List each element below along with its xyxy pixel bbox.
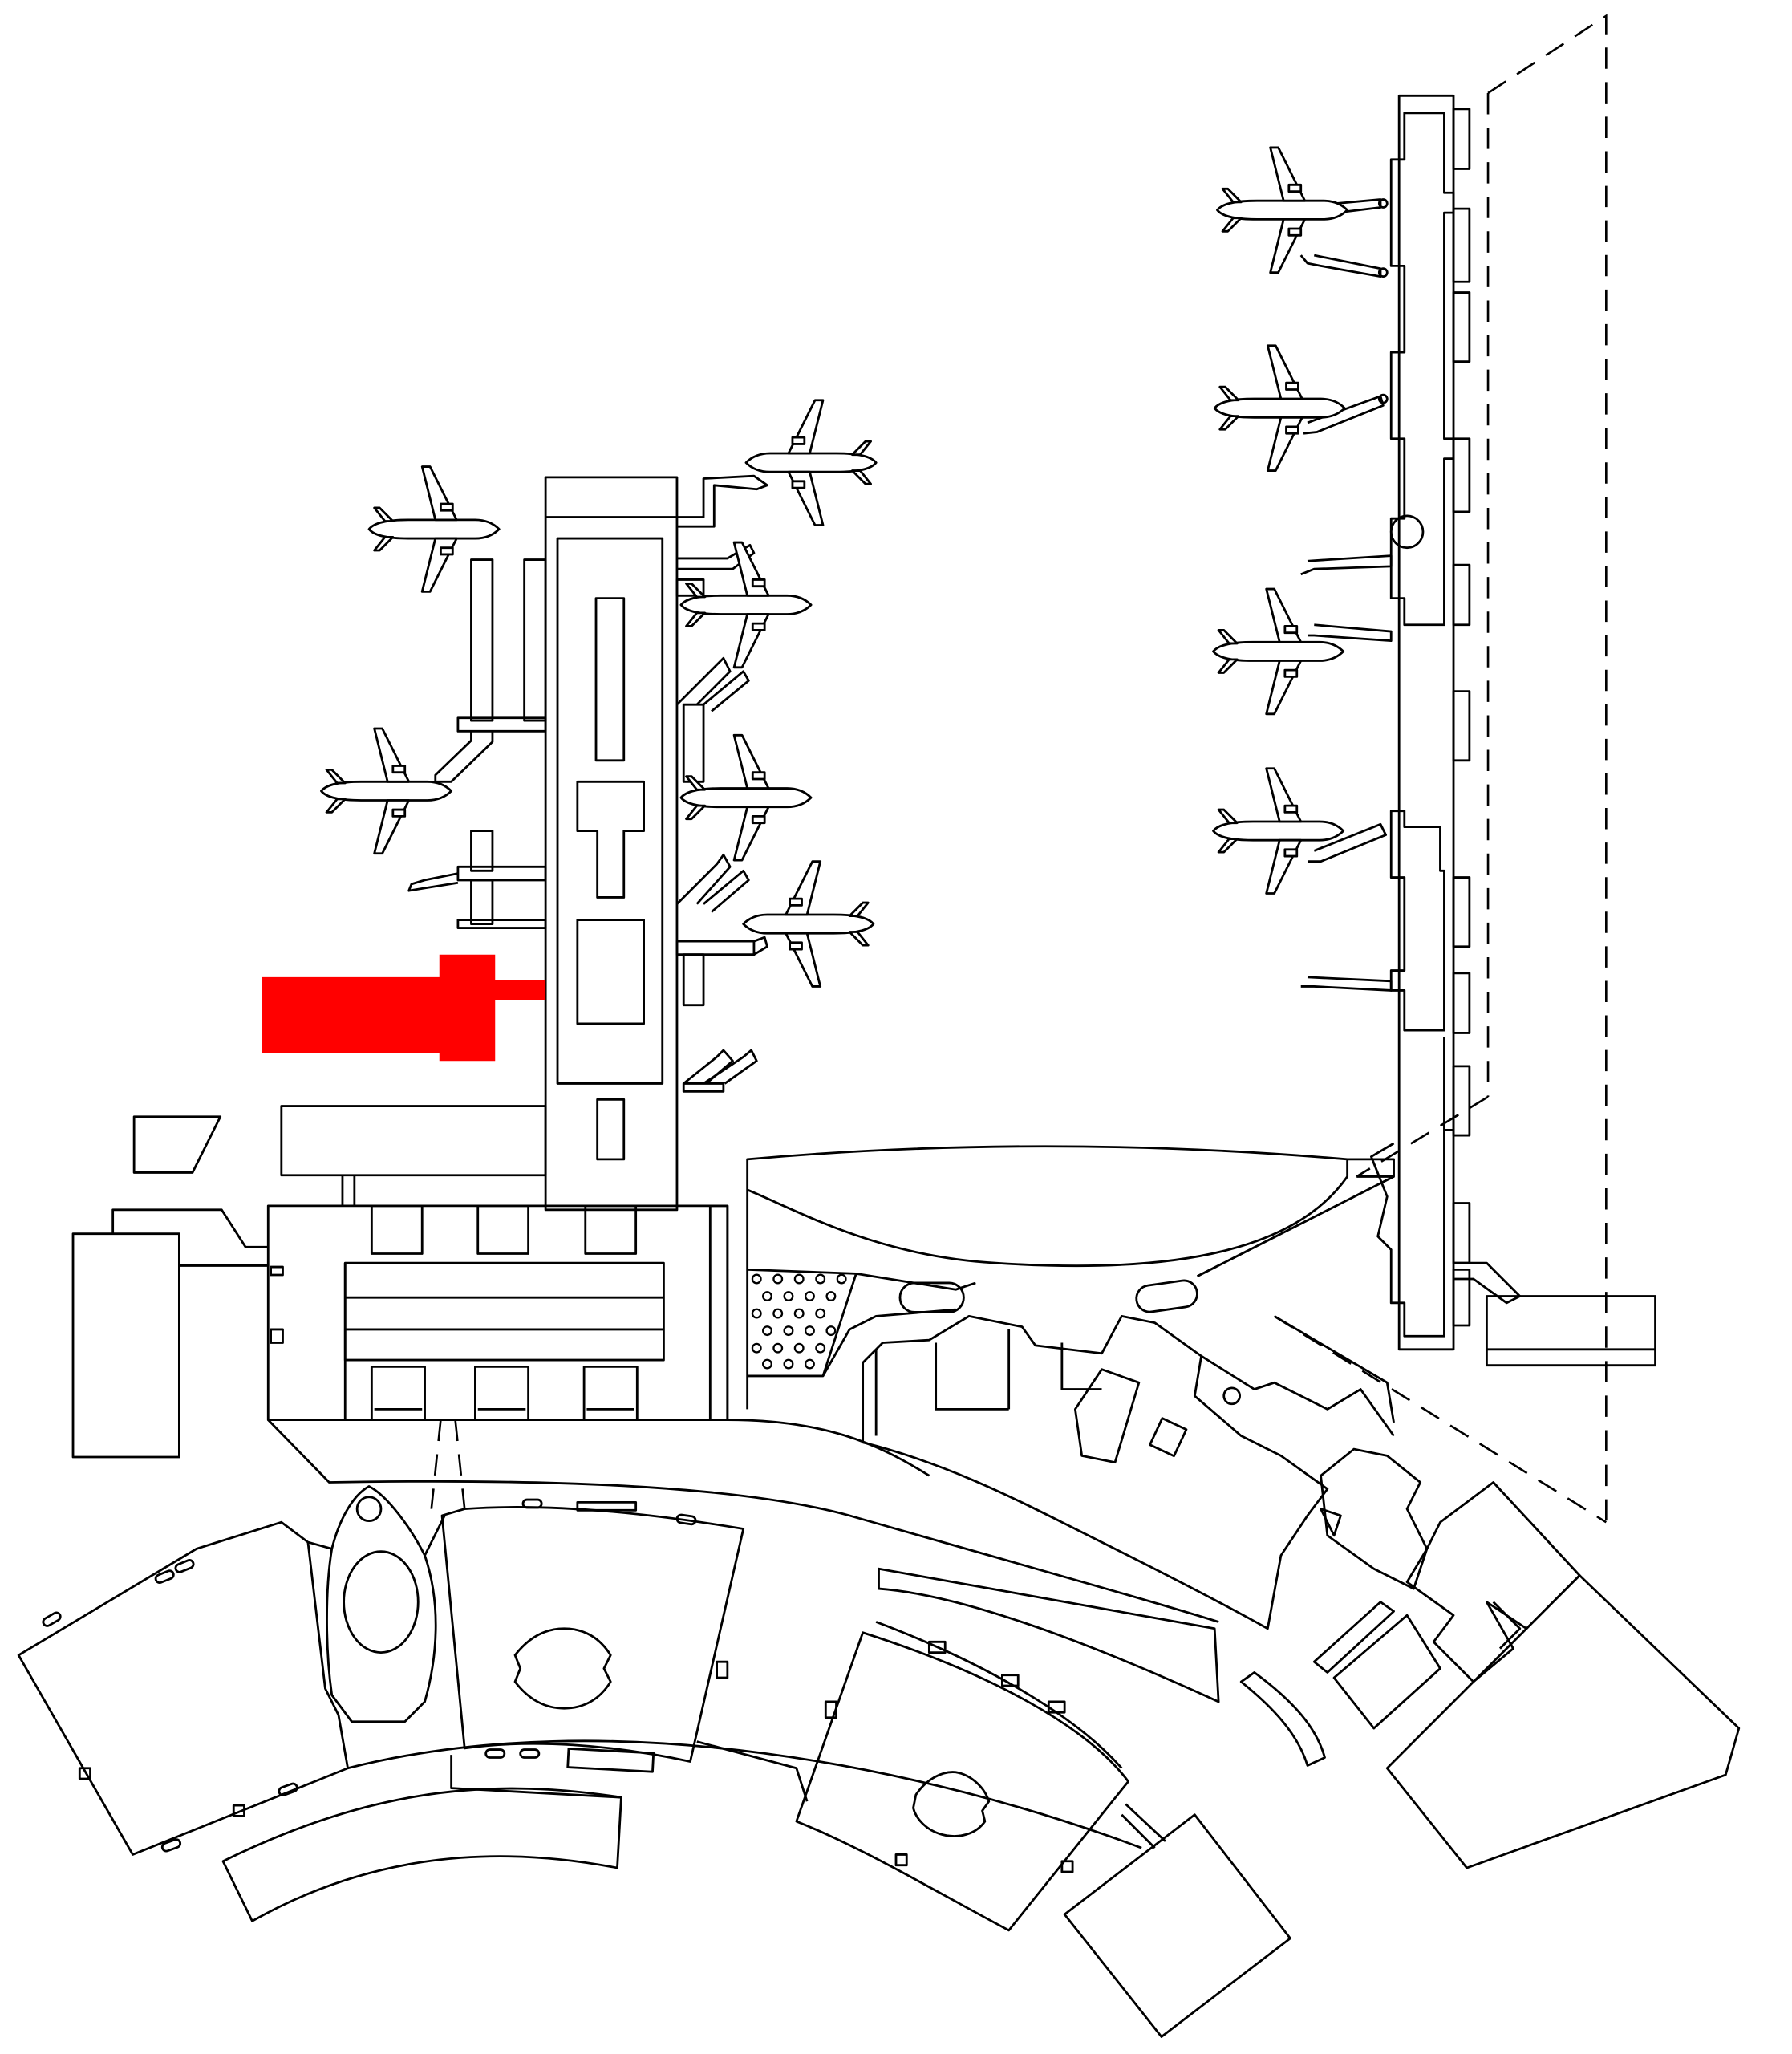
highlighted-building bbox=[261, 954, 546, 1062]
airplane-icon bbox=[320, 727, 453, 855]
airplane-icon bbox=[742, 860, 875, 988]
airplane-icon bbox=[1212, 767, 1345, 895]
main-terminal bbox=[266, 1204, 729, 1422]
airplane-icon bbox=[1216, 146, 1349, 274]
central-pier bbox=[544, 476, 679, 1212]
east-jetways bbox=[675, 474, 768, 1093]
airplane-icon bbox=[1213, 344, 1346, 472]
dotted-pavement bbox=[751, 1273, 847, 1370]
airplane-icon bbox=[679, 541, 813, 669]
airplane-icon bbox=[679, 733, 813, 862]
east-concourse bbox=[1298, 94, 1656, 1367]
airplane-icon bbox=[367, 465, 501, 593]
airplanes bbox=[320, 146, 1349, 988]
airplane-icon bbox=[1212, 587, 1345, 716]
west-annex bbox=[71, 1105, 547, 1459]
airplane-icon bbox=[744, 399, 878, 526]
landside-buildings bbox=[17, 1314, 1741, 2038]
dashed-boundary bbox=[430, 14, 1608, 1524]
west-jetways bbox=[407, 558, 547, 929]
